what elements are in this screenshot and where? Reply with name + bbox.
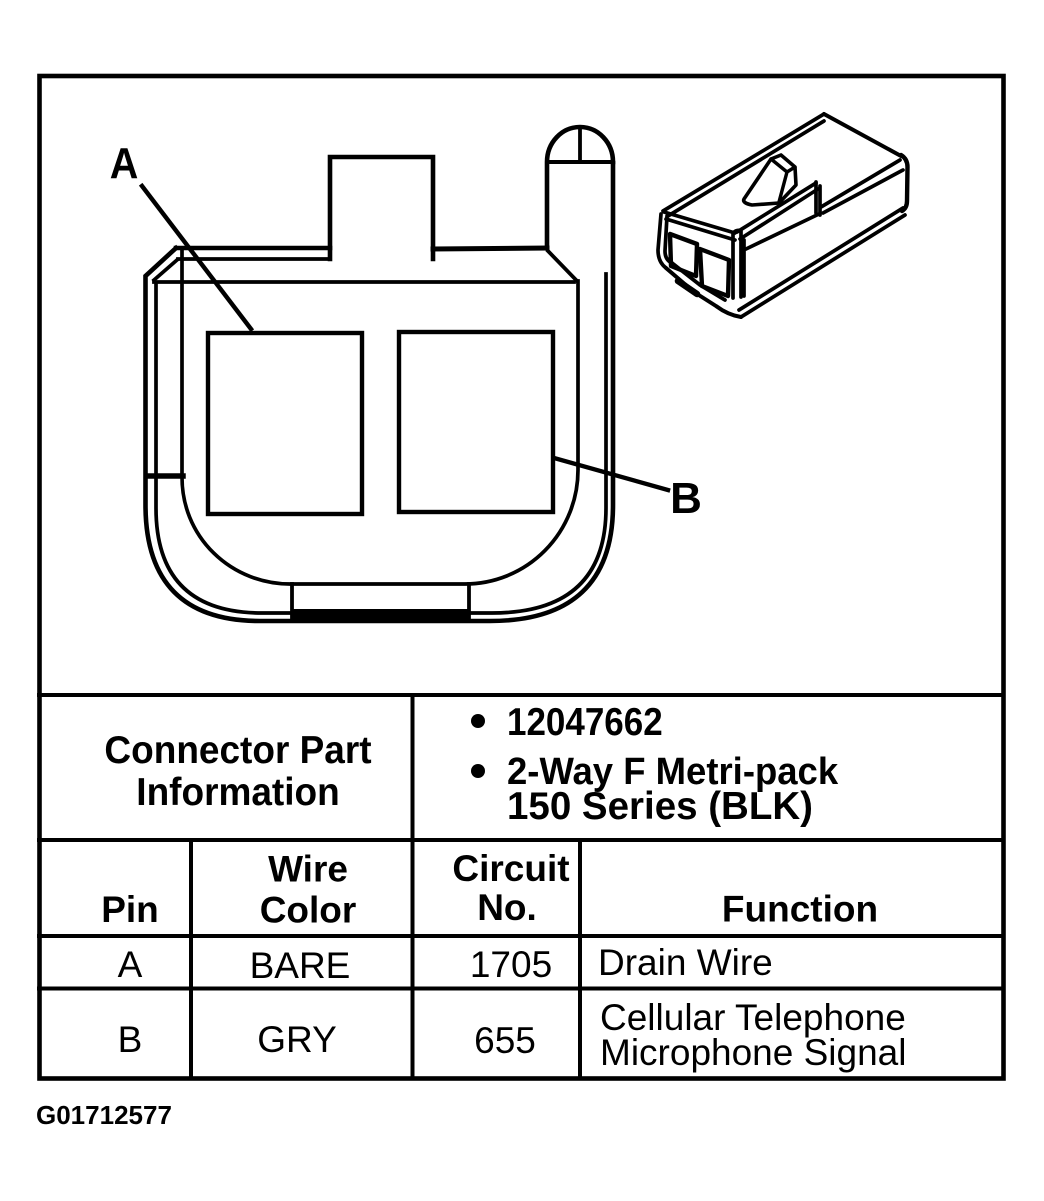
- svg-text:Information: Information: [136, 770, 339, 814]
- svg-text:Pin: Pin: [101, 889, 159, 930]
- svg-text:Circuit: Circuit: [452, 848, 569, 889]
- svg-text:B: B: [118, 1019, 143, 1060]
- svg-text:GRY: GRY: [257, 1019, 337, 1060]
- svg-text:12047662: 12047662: [507, 700, 663, 743]
- svg-text:Microphone Signal: Microphone Signal: [600, 1032, 906, 1073]
- svg-text:No.: No.: [477, 887, 537, 928]
- svg-text:2-Way F Metri-pack: 2-Way F Metri-pack: [507, 749, 838, 792]
- svg-text:G01712577: G01712577: [36, 1100, 172, 1130]
- svg-text:A: A: [118, 944, 143, 985]
- svg-text:Drain Wire: Drain Wire: [598, 942, 773, 983]
- svg-text:Cellular Telephone: Cellular Telephone: [600, 997, 906, 1038]
- svg-text:A: A: [110, 138, 139, 187]
- svg-text:1705: 1705: [470, 944, 552, 985]
- svg-text:655: 655: [474, 1020, 536, 1061]
- svg-text:150 Series (BLK): 150 Series (BLK): [507, 785, 813, 828]
- svg-text:BARE: BARE: [250, 945, 351, 986]
- svg-text:Connector Part: Connector Part: [104, 728, 371, 772]
- svg-text:Wire: Wire: [268, 849, 348, 890]
- svg-text:Color: Color: [260, 890, 357, 931]
- svg-text:B: B: [670, 474, 702, 523]
- svg-text:Function: Function: [722, 889, 878, 930]
